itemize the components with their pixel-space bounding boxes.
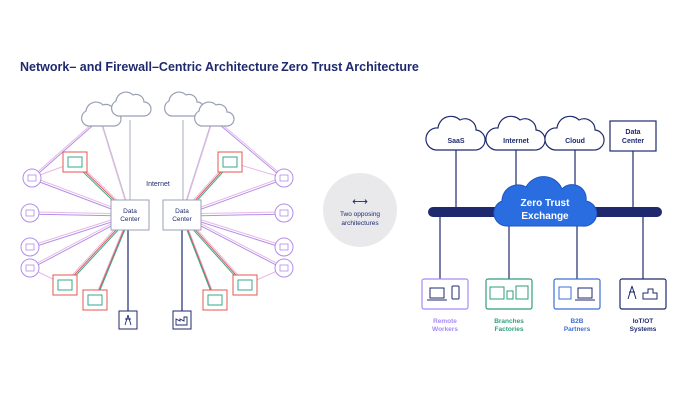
right-title-wrap: Zero Trust Architecture [0, 60, 700, 74]
right-title: Zero Trust Architecture [281, 60, 419, 74]
building-icon [506, 290, 514, 300]
user-device-icon [274, 237, 294, 257]
user-device-icon [20, 258, 40, 278]
data-center-label: Data [175, 208, 189, 215]
double-arrow-icon: ⟷ [352, 196, 368, 208]
b2b-partners-box [553, 278, 601, 310]
zero-trust-exchange-cloud [493, 176, 598, 227]
connection-line [31, 116, 101, 178]
exchange-label-line2: Exchange [521, 211, 569, 222]
user-device-icon [274, 168, 294, 188]
remote-workers-label-line2: Workers [432, 326, 458, 333]
factory-glyph [175, 316, 188, 326]
cloud-icon [110, 91, 152, 117]
branch-firewall-icon [62, 151, 88, 173]
data-center-box [110, 199, 150, 231]
data-center-box [162, 199, 202, 231]
connection-line [99, 116, 131, 215]
branches-box [485, 278, 533, 310]
saas-cloud-icon [425, 115, 486, 151]
cloud-label: Cloud [565, 138, 585, 145]
data-center-label: Center [172, 216, 192, 223]
connection-line [212, 118, 285, 180]
data-center-label: Center [120, 216, 140, 223]
data-center-label: Center [622, 138, 644, 145]
user-device-icon [274, 258, 294, 278]
building-icon [558, 286, 572, 300]
branch-icon [489, 286, 505, 300]
connection-line [181, 116, 214, 215]
user-device-icon [274, 203, 294, 223]
exchange-label-line1: Zero Trust [521, 198, 571, 209]
comparison-circle [323, 173, 397, 247]
factory-icon [515, 285, 529, 300]
data-center-label: Data [625, 129, 640, 136]
b2b-label-line2: Partners [564, 326, 591, 333]
remote-workers-box [421, 278, 469, 310]
tower-icon [627, 285, 637, 300]
data-center-label: Data [123, 208, 137, 215]
remote-workers-label-line1: Remote [433, 318, 457, 325]
data-center-box [609, 120, 657, 152]
zero-trust-diagram: SaaS Internet Cloud Data Center Zero Tru… [421, 115, 667, 333]
connection-line [181, 217, 216, 303]
iot-label-line2: Systems [630, 326, 657, 333]
internet-label: Internet [503, 138, 529, 145]
legacy-nodes [20, 151, 294, 311]
left-title: Network– and Firewall–Centric Architectu… [20, 60, 279, 74]
b2b-label-line1: B2B [570, 318, 583, 325]
iot-tower-glyph [124, 314, 132, 326]
branch-firewall-icon [52, 274, 78, 296]
user-device-icon [20, 237, 40, 257]
branch-firewall-icon [232, 274, 258, 296]
comparison-caption-line2: architectures [341, 220, 379, 227]
legacy-connection-lines [29, 116, 285, 303]
branch-firewall-icon [82, 289, 108, 311]
branches-label-line1: Branches [494, 318, 524, 325]
internet-label: Internet [146, 181, 170, 188]
connection-line [31, 118, 101, 180]
laptop-icon [577, 287, 593, 299]
user-device-icon [22, 168, 42, 188]
cloud-icon [193, 101, 235, 127]
cloud-node-icon [544, 115, 605, 151]
iot-label-line1: IoT/OT [633, 318, 654, 325]
phone-icon [451, 285, 460, 300]
ship-icon [642, 288, 658, 300]
legacy-network-diagram: Internet Data Center Data Center [20, 91, 294, 330]
branches-label-line2: Factories [495, 326, 524, 333]
laptop-icon [429, 287, 445, 299]
iot-tower-icon [118, 310, 138, 330]
connection-line [94, 217, 131, 303]
comparison-caption-line1: Two opposing [340, 211, 380, 218]
user-device-icon [20, 203, 40, 223]
connection-line [212, 116, 285, 178]
saas-label: SaaS [447, 138, 464, 145]
comparison-badge: ⟷ Two opposing architectures [323, 173, 397, 247]
branch-firewall-icon [217, 151, 243, 173]
branch-firewall-icon [202, 289, 228, 311]
